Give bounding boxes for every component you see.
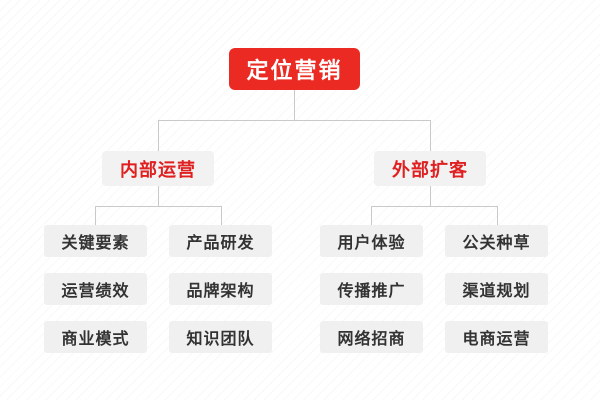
leaf-node[interactable]: 传播推广 (320, 273, 423, 305)
leaf-node[interactable]: 商业模式 (44, 321, 147, 353)
leaf-node[interactable]: 用户体验 (320, 225, 423, 257)
leaf-node[interactable]: 网络招商 (320, 321, 423, 353)
leaf-node[interactable]: 电商运营 (445, 321, 548, 353)
leaf-node[interactable]: 渠道规划 (445, 273, 548, 305)
connector-branch-0-col-0-drop (95, 206, 96, 225)
leaf-node[interactable]: 公关种草 (445, 225, 548, 257)
connector-branch-1-col-1-drop (497, 206, 498, 225)
leaf-node[interactable]: 品牌架构 (169, 273, 272, 305)
connector-branch-0-drop (158, 120, 159, 151)
leaf-node[interactable]: 运营绩效 (44, 273, 147, 305)
connector-branch-0-col-1-drop (221, 206, 222, 225)
connector-root-stem (294, 90, 295, 120)
root-node[interactable]: 定位营销 (229, 48, 360, 90)
connector-branch-1-drop (430, 120, 431, 151)
connector-branch-1-col-0-drop (371, 206, 372, 225)
connector-branch-0-stem (158, 186, 159, 206)
connector-root-bar (158, 120, 431, 121)
leaf-node[interactable]: 知识团队 (169, 321, 272, 353)
branch-node-external-expansion[interactable]: 外部扩客 (374, 151, 486, 186)
leaf-node[interactable]: 关键要素 (44, 225, 147, 257)
branch-node-internal-operations[interactable]: 内部运营 (102, 151, 214, 186)
leaf-node[interactable]: 产品研发 (169, 225, 272, 257)
connector-branch-1-bar (371, 206, 497, 207)
connector-branch-0-bar (95, 206, 221, 207)
connector-branch-1-stem (430, 186, 431, 206)
